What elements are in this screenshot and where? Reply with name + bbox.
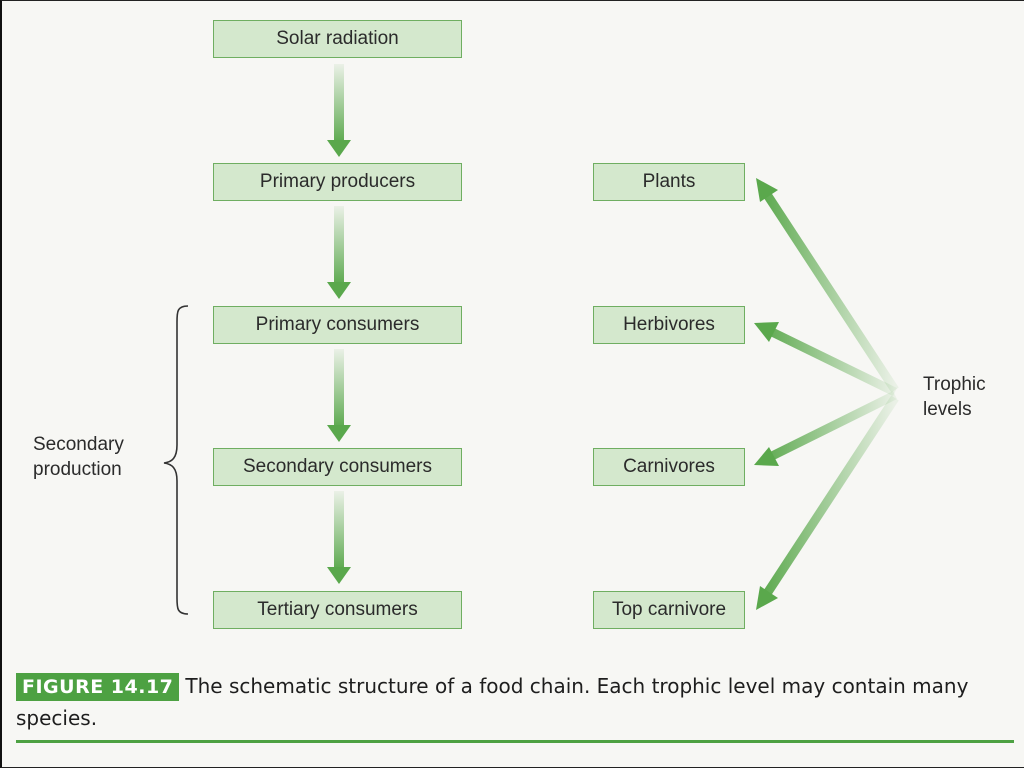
- box-primary-consumers: Primary consumers: [213, 306, 462, 344]
- box-label: Plants: [642, 171, 696, 192]
- secondary-production-brace: [163, 305, 189, 615]
- label-line: production: [33, 459, 122, 480]
- secondary-production-label: Secondary production: [33, 432, 124, 482]
- chain-arrow-secondary-to-tertiary: [327, 491, 351, 584]
- trophic-levels-label: Trophic levels: [923, 372, 986, 422]
- trophic-arrow-carnivores: [754, 390, 897, 466]
- box-secondary-consumers: Secondary consumers: [213, 448, 462, 486]
- label-line: Trophic: [923, 374, 986, 395]
- box-label: Tertiary consumers: [257, 599, 418, 620]
- box-label: Secondary consumers: [242, 456, 433, 477]
- box-tertiary-consumers: Tertiary consumers: [213, 591, 462, 629]
- trophic-arrow-top-carnivore: [756, 395, 899, 610]
- trophic-arrow-plants: [756, 178, 899, 393]
- box-label: Herbivores: [623, 314, 715, 335]
- caption-text: The schematic structure of a food chain.…: [16, 674, 969, 730]
- box-label: Carnivores: [623, 456, 715, 477]
- figure-number-badge: FIGURE 14.17: [16, 673, 180, 701]
- chain-arrow-primary-to-secondary: [327, 349, 351, 442]
- box-solar-radiation: Solar radiation: [213, 20, 462, 58]
- label-line: Secondary: [33, 434, 124, 455]
- label-line: levels: [923, 399, 972, 420]
- box-herbivores: Herbivores: [593, 306, 745, 344]
- box-carnivores: Carnivores: [593, 448, 745, 486]
- trophic-arrow-herbivores: [754, 322, 897, 397]
- box-label: Solar radiation: [276, 28, 399, 49]
- box-label: Primary producers: [259, 171, 416, 192]
- chain-arrow-producers-to-primary: [327, 206, 351, 299]
- chain-arrow-solar-to-producers: [327, 64, 351, 157]
- box-plants: Plants: [593, 163, 745, 201]
- box-label: Top carnivore: [611, 599, 727, 620]
- box-label: Primary consumers: [255, 314, 420, 335]
- box-primary-producers: Primary producers: [213, 163, 462, 201]
- caption-divider: [16, 740, 1014, 743]
- box-top-carnivore: Top carnivore: [593, 591, 745, 629]
